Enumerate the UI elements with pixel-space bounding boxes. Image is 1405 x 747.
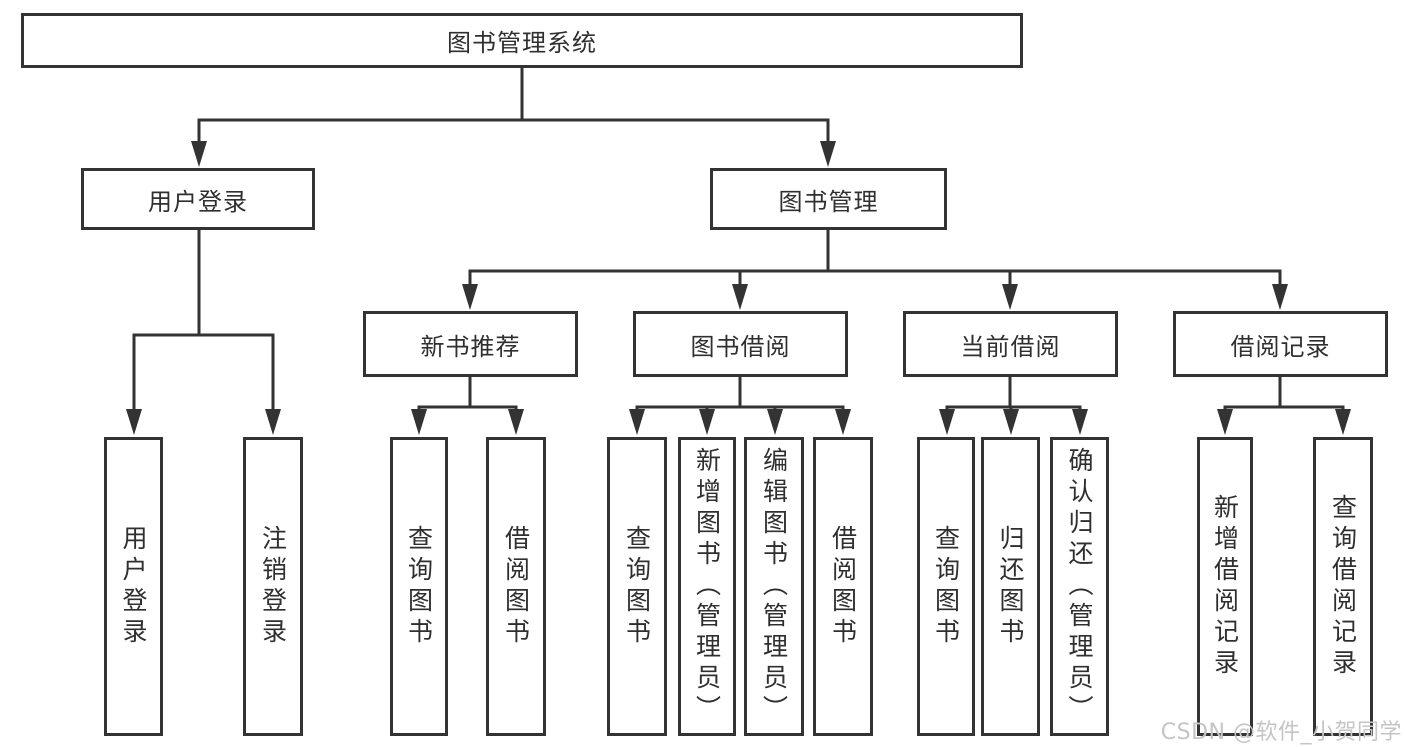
node-new-book-recommendation: 新书推荐	[363, 311, 578, 377]
node-borrowing-borrow-books: 借阅图书	[813, 437, 873, 736]
node-label: 图书借阅	[690, 332, 791, 361]
node-label: 查询图书	[931, 524, 961, 649]
node-label: 借阅图书	[501, 524, 531, 649]
node-borrowing-query-books: 查询图书	[607, 437, 667, 736]
node-user-login-action: 用户登录	[104, 437, 163, 736]
node-label: 新书推荐	[420, 332, 521, 361]
node-label: 归还图书	[996, 524, 1025, 649]
node-borrowing-records: 借阅记录	[1173, 311, 1388, 377]
node-label: 新增图书（管理员）	[692, 447, 722, 726]
node-current-confirm-return-admin: 确认归还（管理员）	[1050, 437, 1109, 736]
node-recommend-query-books: 查询图书	[390, 437, 448, 736]
node-label: 借阅图书	[828, 524, 858, 649]
arrowheads	[126, 141, 1351, 435]
node-label: 查询图书	[404, 524, 434, 649]
node-label: 图书管理系统	[447, 29, 597, 57]
node-label: 图书管理	[778, 187, 879, 216]
node-current-query-books: 查询图书	[917, 437, 975, 736]
node-library-management-system: 图书管理系统	[21, 13, 1023, 68]
node-records-add-record: 新增借阅记录	[1197, 437, 1253, 736]
node-label: 注销登录	[258, 524, 288, 649]
node-label: 用户登录	[119, 524, 148, 649]
csdn-watermark: CSDN @软件_小贺同学	[1160, 720, 1402, 745]
node-current-borrowing: 当前借阅	[903, 311, 1118, 377]
node-borrowing-add-books-admin: 新增图书（管理员）	[678, 437, 736, 736]
node-borrowing-edit-books-admin: 编辑图书（管理员）	[744, 437, 804, 736]
node-label: 查询借阅记录	[1328, 493, 1358, 680]
node-label: 新增借阅记录	[1210, 493, 1240, 680]
node-book-management: 图书管理	[710, 168, 947, 230]
node-label: 当前借阅	[960, 332, 1061, 361]
node-label: 编辑图书（管理员）	[759, 447, 789, 726]
node-label: 借阅记录	[1230, 332, 1331, 361]
node-label: 查询图书	[622, 524, 652, 649]
node-label: 用户登录	[148, 187, 248, 216]
node-user-login: 用户登录	[81, 168, 315, 230]
node-current-return-books: 归还图书	[981, 437, 1040, 736]
node-recommend-borrow-books: 借阅图书	[486, 437, 546, 736]
node-label: 确认归还（管理员）	[1065, 447, 1094, 726]
node-book-borrowing: 图书借阅	[633, 311, 848, 377]
node-records-query-record: 查询借阅记录	[1313, 437, 1373, 736]
node-logout-action: 注销登录	[243, 437, 303, 736]
